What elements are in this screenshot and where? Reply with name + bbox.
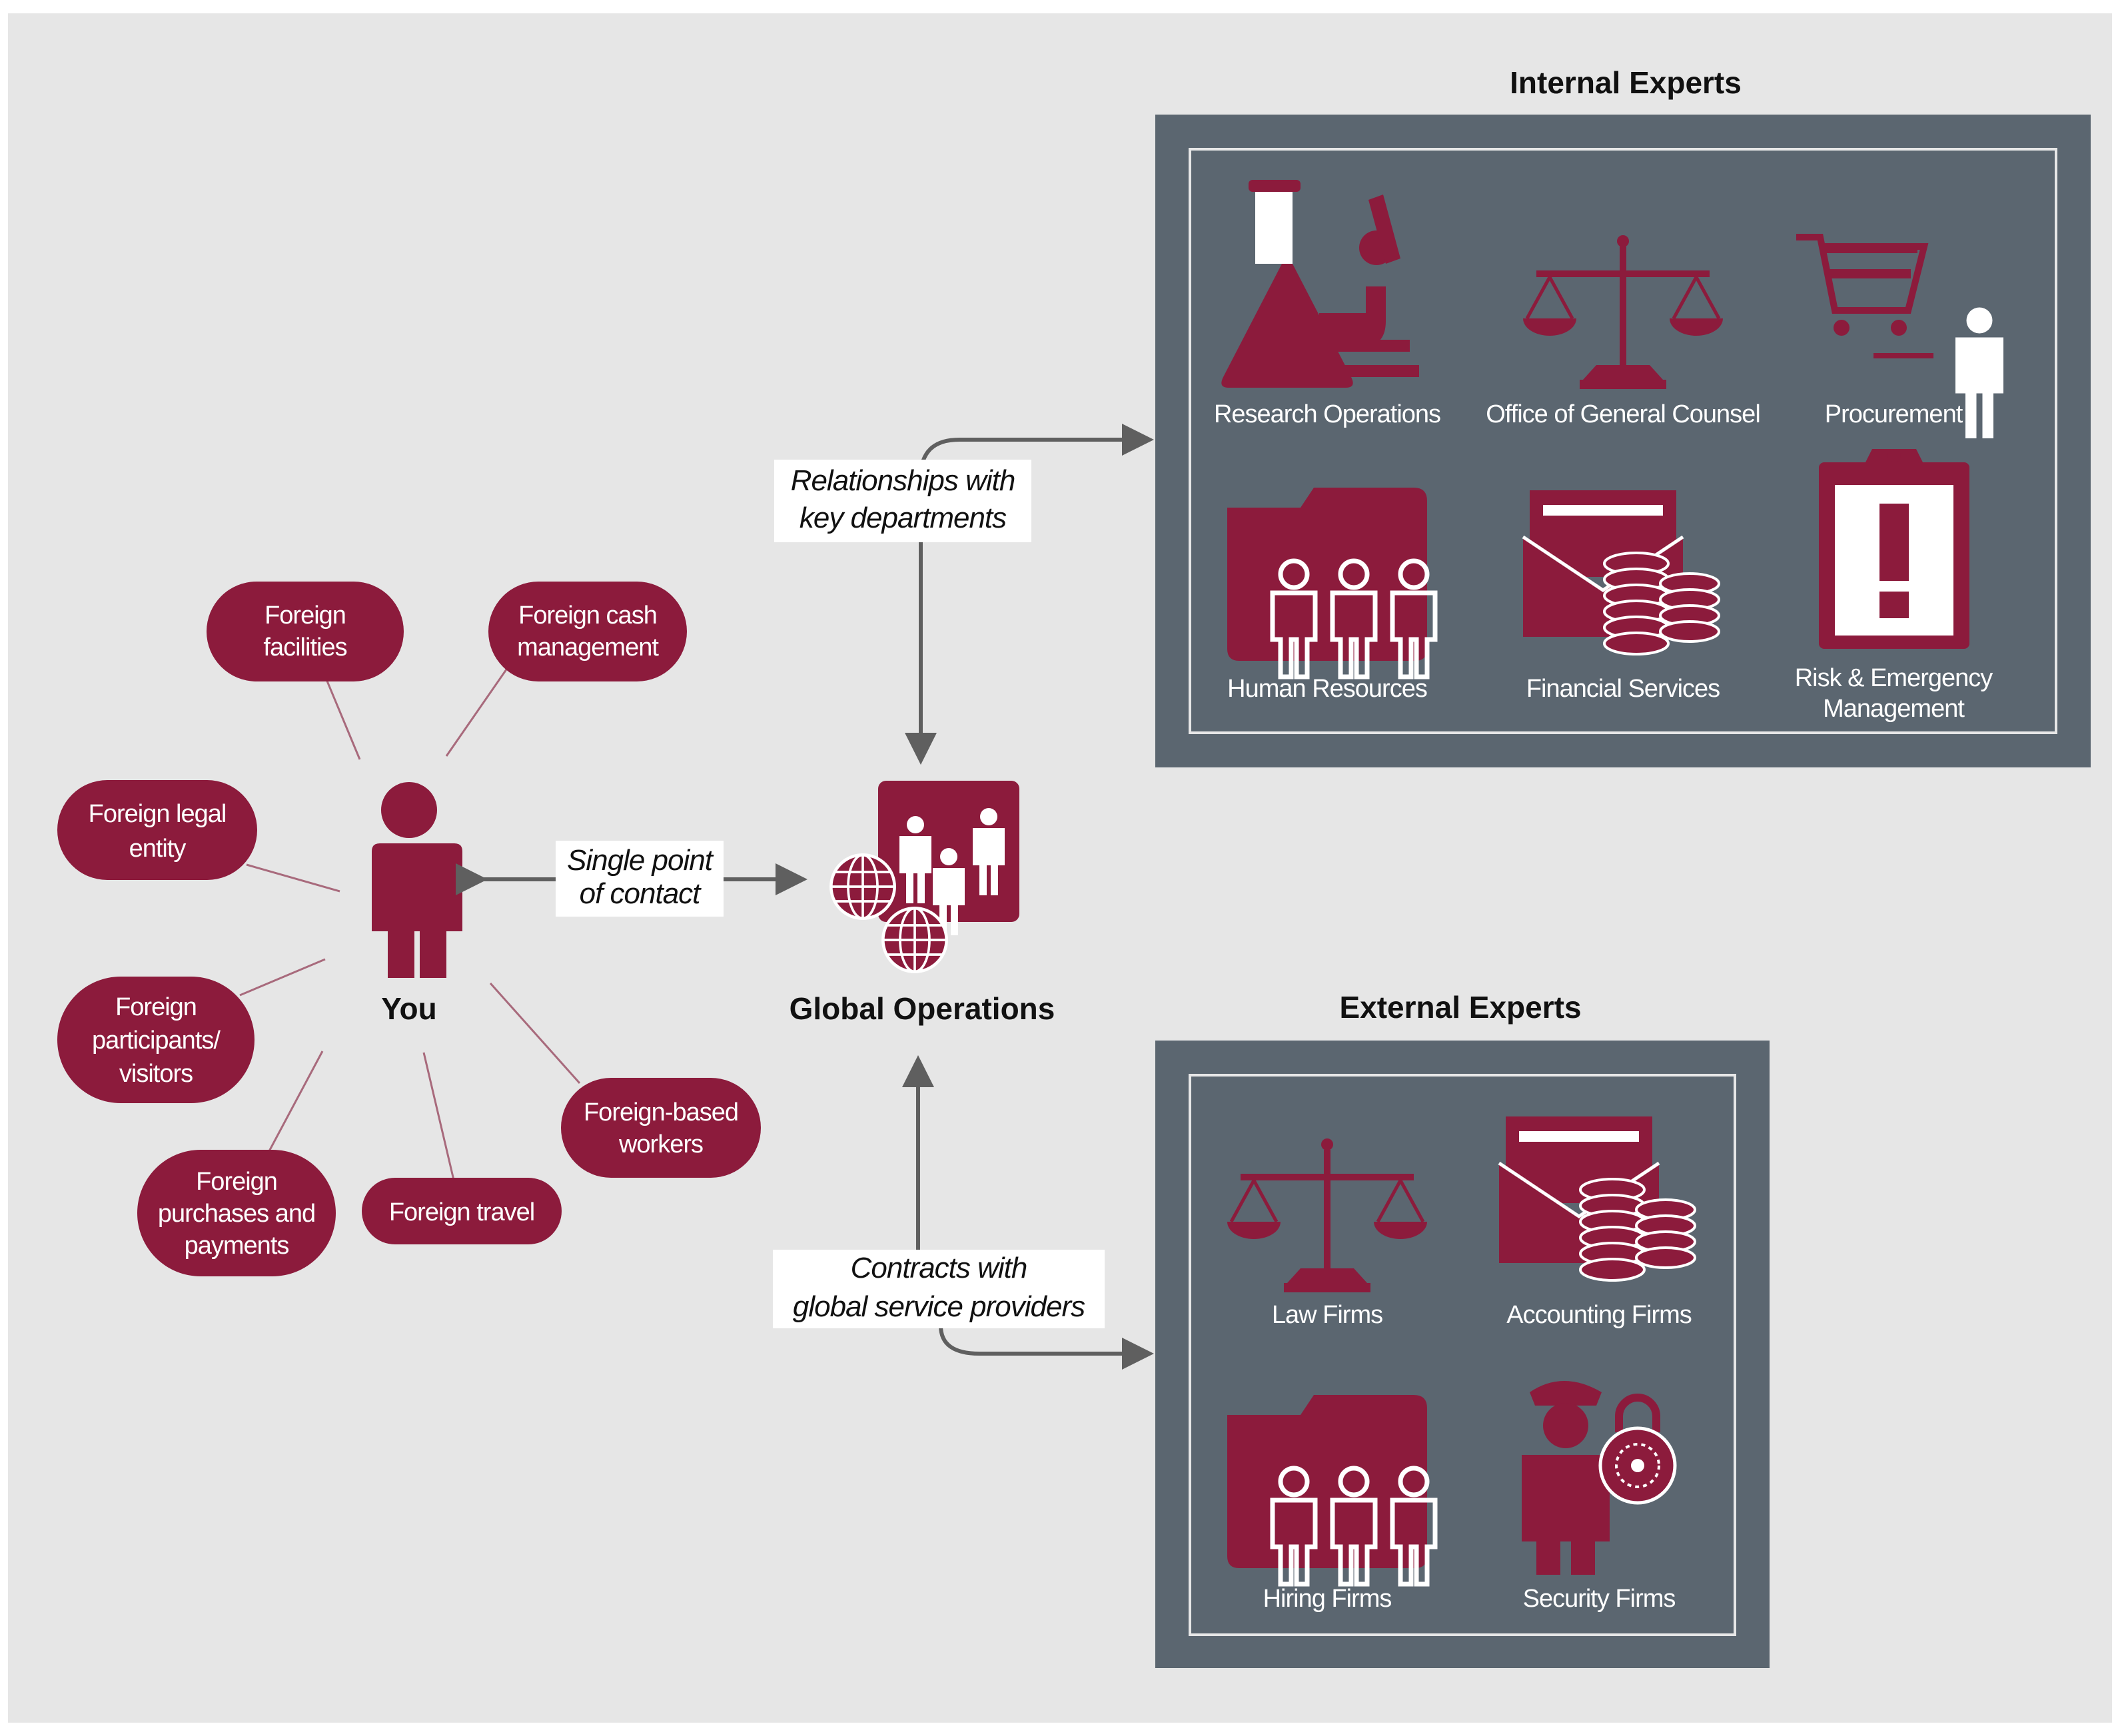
internal-experts-title: Internal Experts bbox=[1510, 65, 1742, 100]
expert-research-operations: Research Operations bbox=[1214, 180, 1441, 428]
expert-hiring-firms: Hiring Firms bbox=[1227, 1395, 1435, 1613]
expert-procurement: Procurement bbox=[1796, 234, 2003, 438]
expert-label: Human Resources bbox=[1227, 675, 1427, 703]
bubble-foreign-travel: Foreign travel bbox=[362, 1178, 562, 1244]
spoke-participants bbox=[239, 958, 326, 997]
spoke-travel bbox=[422, 1052, 457, 1189]
spoke-cash bbox=[445, 669, 508, 757]
person-icon bbox=[364, 782, 462, 978]
internal-experts-panel: Research Operations Office of General Co… bbox=[1155, 115, 2091, 767]
expert-label: Financial Services bbox=[1526, 675, 1720, 703]
expert-human-resources: Human Resources bbox=[1227, 488, 1435, 703]
global-operations-label: Global Operations bbox=[790, 991, 1055, 1026]
you-node: You bbox=[364, 782, 462, 1026]
expert-label: Security Firms bbox=[1523, 1585, 1676, 1613]
external-experts-title: External Experts bbox=[1339, 990, 1581, 1025]
shopping-cart-icon bbox=[1796, 234, 2003, 438]
expert-label: Procurement bbox=[1825, 400, 1963, 428]
expert-financial-services: Financial Services bbox=[1523, 490, 1720, 703]
expert-label: Law Firms bbox=[1272, 1301, 1382, 1329]
lab-icon bbox=[1221, 180, 1419, 388]
expert-label: Accounting Firms bbox=[1506, 1301, 1692, 1329]
bubble-text: Foreign travel bbox=[389, 1198, 534, 1226]
spoke-workers bbox=[489, 983, 581, 1084]
global-operations-node: Global Operations bbox=[790, 781, 1055, 1026]
spoke-legal bbox=[246, 863, 340, 893]
staff-folder-icon bbox=[1227, 1395, 1435, 1584]
expert-accounting-firms: Accounting Firms bbox=[1499, 1116, 1695, 1329]
you-label: You bbox=[381, 991, 436, 1026]
staff-folder-icon bbox=[1227, 488, 1435, 677]
guard-lock-icon bbox=[1522, 1381, 1677, 1575]
expert-label: Research Operations bbox=[1214, 400, 1440, 428]
responsibility-spokes bbox=[239, 669, 581, 1189]
expert-label: Office of General Counsel bbox=[1486, 400, 1760, 428]
external-experts-panel: Law Firms Accounting Firms Hiring Firms … bbox=[1155, 1041, 1770, 1668]
spoke-purchases bbox=[268, 1051, 324, 1152]
expert-label: Hiring Firms bbox=[1263, 1585, 1392, 1613]
expert-office-of-general-counsel: Office of General Counsel bbox=[1486, 235, 1761, 428]
expert-law-firms: Law Firms bbox=[1227, 1138, 1427, 1329]
alert-clipboard-icon bbox=[1819, 449, 1969, 649]
expert-security-firms: Security Firms bbox=[1522, 1381, 1677, 1613]
global-team-icon bbox=[831, 781, 1019, 972]
spoke-facilities bbox=[325, 679, 361, 760]
